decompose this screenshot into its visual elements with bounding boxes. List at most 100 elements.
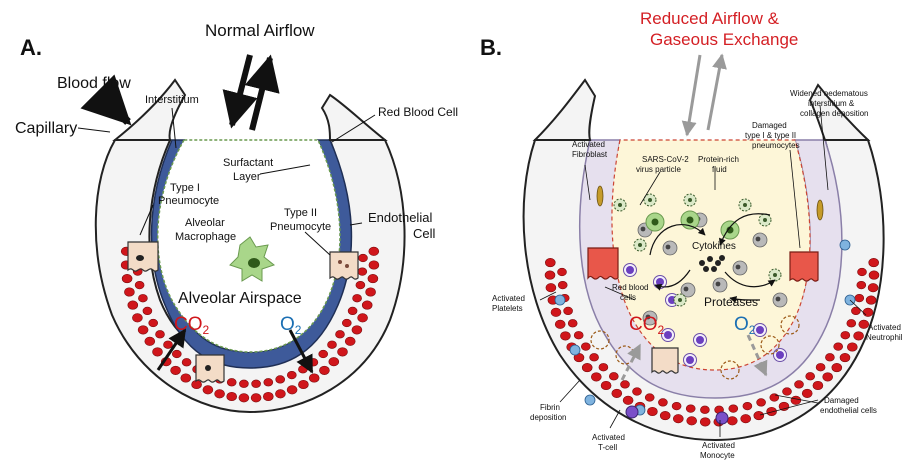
surfactant-label-line1: Surfactant <box>223 157 273 169</box>
red-blood-cell <box>191 379 202 390</box>
blood-flow-arrow <box>80 74 132 126</box>
red-blood-cell <box>622 395 634 405</box>
red-blood-cell <box>127 300 139 310</box>
red-blood-cells-label-1: Red blood <box>612 283 648 292</box>
neutrophil-nucleus <box>683 286 689 292</box>
red-blood-cell <box>831 363 843 373</box>
blue-immune-cell <box>584 394 596 406</box>
red-blood-cell <box>172 349 182 359</box>
red-blood-cell <box>805 372 816 381</box>
red-blood-cell <box>275 389 286 399</box>
red-blood-cell <box>275 375 286 384</box>
fibrin-tangle <box>780 315 800 335</box>
red-blood-cell <box>368 246 380 256</box>
damaged-pneumocytes-label-2: type I & type II <box>745 131 796 140</box>
airflow-out-arrow <box>244 54 280 131</box>
capillary-label: Capillary <box>15 120 77 137</box>
widened-label-2: interstitium & <box>808 99 855 108</box>
red-blood-cell <box>308 358 319 367</box>
panel-b-title-line1: Reduced Airflow & <box>640 9 780 28</box>
red-blood-cell <box>581 363 593 373</box>
red-blood-cell <box>286 385 298 395</box>
neutrophil-nucleus <box>645 314 651 320</box>
red-blood-cell <box>142 306 153 316</box>
red-blood-cells-label-2: cells <box>620 293 636 302</box>
red-blood-cell <box>854 293 865 303</box>
red-blood-cell <box>152 347 163 357</box>
red-blood-cell <box>600 380 612 391</box>
activated-monocyte-label-2: Monocyte <box>700 451 735 460</box>
o2-arrow-a <box>288 329 314 374</box>
o2-label-b: O2 <box>734 314 756 337</box>
red-blood-cell <box>589 353 599 362</box>
red-blood-cell <box>163 340 173 349</box>
red-blood-cell <box>298 365 308 374</box>
lymphocyte-nucleus <box>776 351 784 359</box>
activated-platelets-label-2: Platelets <box>492 304 523 313</box>
red-blood-cell <box>180 373 192 383</box>
red-blood-cell <box>124 287 135 297</box>
pointer-lines-a <box>77 107 376 256</box>
macrophage-nucleus <box>651 218 659 226</box>
red-blood-cell <box>318 349 329 359</box>
blue-immune-cell <box>839 239 851 251</box>
red-blood-cell <box>815 363 826 372</box>
red-blood-cell <box>825 353 835 362</box>
red-blood-cell <box>573 331 584 340</box>
red-blood-cells-a <box>120 246 380 403</box>
damaged-pneumocyte-right <box>789 251 819 282</box>
surfactant-label-line2: Layer <box>233 171 261 183</box>
red-blood-cell <box>557 280 568 290</box>
activated-fibroblast <box>816 199 824 221</box>
red-blood-cell <box>358 253 368 263</box>
red-blood-cell <box>337 347 348 357</box>
red-blood-cell <box>728 404 739 413</box>
o2-arrow-b <box>746 334 768 377</box>
red-blood-cell <box>226 391 237 402</box>
red-blood-cell <box>544 258 556 268</box>
co2-arrow-a <box>156 328 187 371</box>
red-blood-cell <box>858 319 870 329</box>
sars-label-2: virus particle <box>636 165 681 174</box>
red-blood-cell <box>202 385 214 395</box>
activated-neutrophil-label-2: Neutrophil <box>866 333 903 342</box>
activated-platelets-label-1: Activated <box>492 294 525 303</box>
red-blood-cell <box>699 417 711 427</box>
activated-monocyte <box>715 411 729 425</box>
red-blood-cell <box>700 405 710 414</box>
activated-monocyte-label-1: Activated <box>702 441 735 450</box>
panel-a: A. Normal Airflow Blood flow Capillary I… <box>15 21 458 414</box>
fibrin-label-1: Fibrin <box>540 403 560 412</box>
protein-fluid-label-2: fluid <box>712 165 727 174</box>
red-blood-cell <box>790 395 802 405</box>
red-blood-cell <box>851 306 861 316</box>
activated-tcell-label-1: Activated <box>592 433 625 442</box>
inflammatory-cells-b <box>554 185 856 425</box>
virus-core <box>618 203 622 207</box>
red-blood-cell <box>647 406 658 417</box>
virus-core <box>743 203 747 207</box>
red-blood-cell <box>580 342 591 351</box>
red-blood-cell <box>341 318 352 328</box>
red-blood-cell <box>368 260 380 270</box>
macrophage-label-line1: Alveolar <box>185 217 225 229</box>
macrophage-nucleus <box>726 226 734 234</box>
red-blood-cell <box>550 307 562 317</box>
red-blood-cell <box>856 280 867 290</box>
red-blood-cell <box>658 398 668 407</box>
widened-label-3: collagen deposition <box>800 109 869 118</box>
bottom-pneumocyte-cell <box>195 354 225 383</box>
activated-neutrophil-label-1: Activated <box>868 323 901 332</box>
red-blood-cell <box>286 370 297 380</box>
co2-label-a: CO2 <box>174 314 210 337</box>
red-blood-cell <box>181 358 192 367</box>
red-blood-cell <box>753 411 765 421</box>
sars-label-1: SARS-CoV-2 <box>642 155 689 164</box>
red-blood-cell <box>782 387 792 396</box>
activated-tcell-label-2: T-cell <box>598 443 617 452</box>
red-blood-cell <box>766 406 777 417</box>
type1-label-line1: Type I <box>170 182 200 194</box>
type1-pneumocyte-cell <box>127 241 159 272</box>
virus-core <box>688 198 692 202</box>
